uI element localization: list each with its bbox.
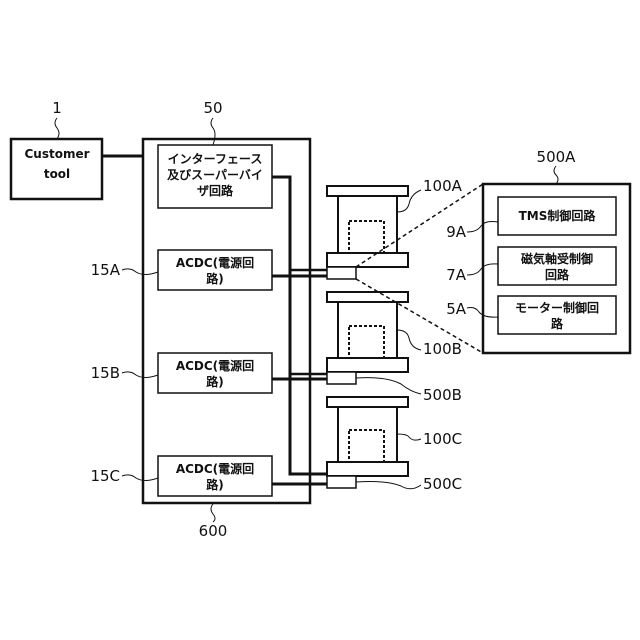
leader-500a	[554, 166, 558, 184]
leader-100c	[397, 434, 421, 440]
acdc-block-15b: ACDC(電源回 路)	[158, 353, 272, 393]
customer-tool-line-2: tool	[44, 167, 70, 181]
leader-500b	[356, 378, 421, 394]
acdc-15b-line-2: 路)	[206, 374, 224, 389]
ref-controller-500a: 500A	[537, 148, 577, 166]
ref-controller-500c: 500C	[423, 475, 462, 493]
ref-customer-tool: 1	[52, 99, 62, 117]
acdc-15a-line-2: 路)	[206, 271, 224, 286]
acdc-15b-line-1: ACDC(電源回	[176, 358, 254, 373]
motor-control-block: モーター制御回 路	[498, 296, 616, 334]
magnetic-bearing-control-block: 磁気軸受制御 回路	[498, 247, 616, 285]
ref-power-unit: 600	[199, 522, 228, 540]
ref-tms-9a: 9A	[446, 223, 467, 241]
ref-acdc-15b: 15B	[91, 364, 120, 382]
controller-500c	[327, 476, 356, 488]
tms-control-block: TMS制御回路	[498, 197, 616, 235]
bearing-line-1: 磁気軸受制御	[520, 251, 593, 266]
customer-tool-block: Customer tool	[11, 139, 102, 199]
ref-pump-100c: 100C	[423, 430, 462, 448]
ref-motor-5a: 5A	[446, 300, 467, 318]
motor-line-1: モーター制御回	[515, 300, 599, 315]
acdc-15c-line-1: ACDC(電源回	[176, 461, 254, 476]
interface-line-3: ザ回路	[197, 183, 234, 198]
bearing-line-2: 回路	[545, 267, 570, 282]
ref-pump-100a: 100A	[423, 177, 463, 195]
controller-500b	[327, 372, 356, 384]
ref-controller-500b: 500B	[423, 386, 462, 404]
pump-100b	[327, 292, 408, 384]
interface-line-2: 及びスーパーバイ	[167, 167, 263, 182]
leader-500c	[356, 482, 421, 489]
acdc-15a-line-1: ACDC(電源回	[176, 255, 254, 270]
motor-line-2: 路	[551, 316, 564, 331]
ref-bearing-7a: 7A	[446, 266, 467, 284]
leader-customer-tool	[55, 118, 59, 139]
leader-power-unit	[211, 504, 215, 522]
ref-pump-100b: 100B	[423, 340, 462, 358]
ref-acdc-15c: 15C	[90, 467, 120, 485]
interface-supervisor-block: インターフェース 及びスーパーバイ ザ回路	[158, 145, 272, 208]
tms-line-1: TMS制御回路	[519, 208, 597, 223]
pump-100c	[327, 397, 408, 488]
customer-tool-line-1: Customer	[24, 147, 89, 161]
interface-line-1: インターフェース	[168, 152, 263, 166]
acdc-block-15c: ACDC(電源回 路)	[158, 456, 272, 496]
ref-interface: 50	[203, 99, 222, 117]
acdc-15c-line-2: 路)	[206, 477, 224, 492]
acdc-block-15a: ACDC(電源回 路)	[158, 250, 272, 290]
leader-100b	[397, 330, 421, 350]
pump-100a	[327, 186, 408, 279]
controller-500a	[327, 267, 356, 279]
ref-acdc-15a: 15A	[91, 261, 121, 279]
